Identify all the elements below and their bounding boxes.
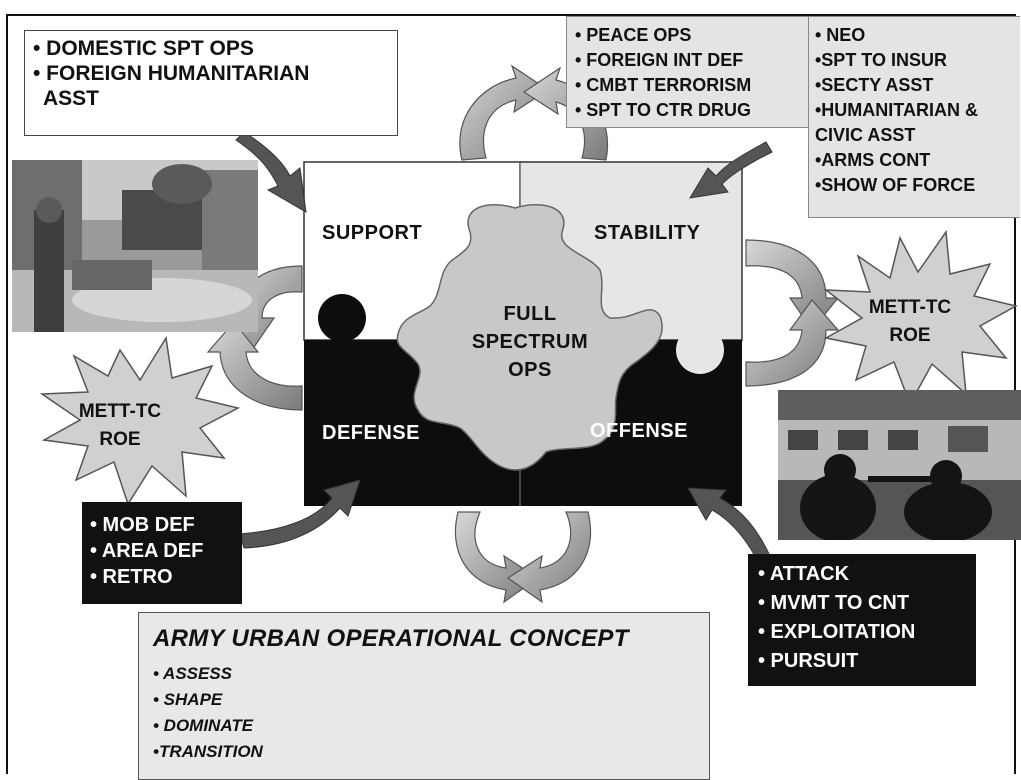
pointer-arrows [235,131,773,559]
quadrant-label-stability: STABILITY [594,222,701,244]
stability-task-item: • CMBT TERRORISM [575,75,752,95]
arrows-bottom [454,511,592,604]
center-puzzle-piece [396,203,663,471]
defense-task-item: • RETRO [90,566,173,588]
stability-task-item: • PEACE OPS [575,25,692,45]
operational-concept-box: ARMY URBAN OPERATIONAL CONCEPT • ASSESS … [138,612,710,780]
starburst-label-line: ROE [99,429,141,450]
stability-task-item: • SPT TO CTR DRUG [575,100,751,120]
support-task-item: ASST [43,87,100,110]
concept-item: • ASSESS [153,664,233,683]
starburst-label-line: METT-TC [868,297,952,318]
starburst-right-label: METT-TC ROE [840,294,980,350]
photo-street-scene [12,160,258,332]
stability-task-item: •SPT TO INSUR [815,50,947,70]
stability-tasks-box-right: • NEO •SPT TO INSUR •SECTY ASST •HUMANIT… [808,16,1020,218]
center-label: FULL SPECTRUM OPS [430,300,630,384]
defense-tasks-box: • MOB DEF • AREA DEF • RETRO [82,502,242,604]
offense-tasks-box: • ATTACK • MVMT TO CNT • EXPLOITATION • … [748,554,976,686]
photo-combat-scene [778,390,1021,540]
support-tasks-box: • DOMESTIC SPT OPS • FOREIGN HUMANITARIA… [24,30,398,136]
center-label-line: OPS [508,359,552,381]
puzzle-knob-stability [676,326,724,374]
offense-task-item: • ATTACK [758,563,850,585]
stability-task-item: • FOREIGN INT DEF [575,50,744,70]
stability-task-item: •ARMS CONT [815,150,931,170]
stability-task-item: • NEO [815,25,866,45]
starburst-left [39,335,241,506]
quadrant-label-defense: DEFENSE [322,422,420,444]
quadrant-label-support: SUPPORT [322,222,423,244]
puzzle-knob-defense [318,294,366,342]
offense-task-item: • EXPLOITATION [758,621,916,643]
center-label-line: FULL [503,303,557,325]
arrows-right [745,239,840,387]
support-task-item: • FOREIGN HUMANITARIAN [33,62,310,85]
defense-task-item: • MOB DEF [90,514,195,536]
starburst-right [823,229,1019,406]
photo-urban-offense [778,390,1021,540]
offense-task-item: • PURSUIT [758,650,859,672]
stability-task-item: •HUMANITARIAN & [815,100,978,120]
concept-title: ARMY URBAN OPERATIONAL CONCEPT [153,625,629,652]
stability-task-item: •SECTY ASST [815,75,934,95]
stability-tasks-box-left: • PEACE OPS • FOREIGN INT DEF • CMBT TER… [566,16,816,128]
stability-task-item: CIVIC ASST [815,125,916,145]
starburst-left-label: METT-TC ROE [50,398,190,454]
quadrant-label-offense: OFFENSE [590,420,688,442]
support-task-item: • DOMESTIC SPT OPS [33,37,254,60]
center-label-line: SPECTRUM [471,331,589,353]
offense-task-item: • MVMT TO CNT [758,592,910,614]
starburst-label-line: ROE [889,325,931,346]
stability-task-item: •SHOW OF FORCE [815,175,976,195]
photo-urban-support [12,160,258,332]
defense-task-item: • AREA DEF [90,540,204,562]
starburst-label-line: METT-TC [78,401,162,422]
concept-item: •TRANSITION [153,742,263,761]
concept-item: • DOMINATE [153,716,254,735]
concept-item: • SHAPE [153,690,223,709]
